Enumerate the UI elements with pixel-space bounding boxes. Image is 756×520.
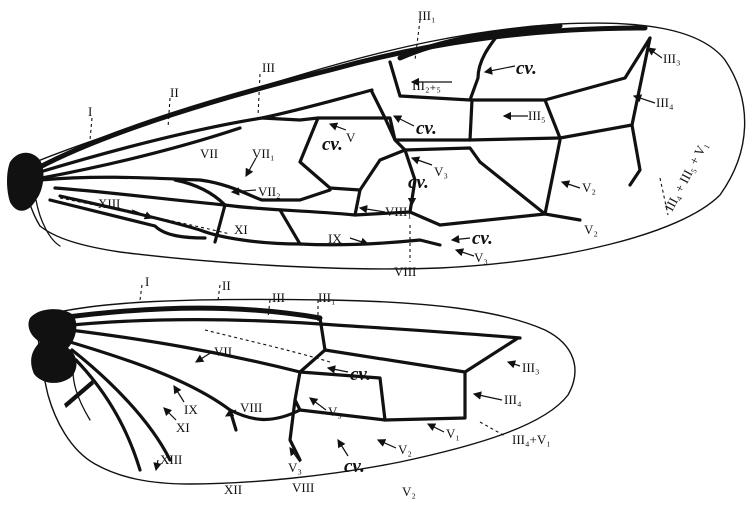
hind-label-III: III — [272, 290, 285, 305]
hind-label-V1: V₁ — [446, 426, 460, 441]
fore-label-XIII: XIII — [98, 196, 120, 211]
fore-label-III1: III₁ — [418, 8, 436, 23]
hind-label-cv1: cv. — [350, 364, 371, 385]
hind-label-III4: III₄ — [504, 392, 522, 407]
hind-label-V3a: V₃ — [328, 404, 342, 419]
fore-leader-I — [90, 118, 92, 140]
hind-label-III3: III₃ — [522, 360, 540, 375]
hind-label-XI: XI — [176, 420, 190, 435]
fore-label-III4: III₄ — [656, 95, 674, 110]
hind-label-III1: III₁ — [318, 290, 336, 305]
fore-label-III25: III₂₊₅ — [412, 78, 441, 93]
fore-label-VII1: VII₁ — [252, 146, 275, 161]
fore-wing: I II III III₁ III₃ III₄ III₂₊₅ III₅ III₄… — [7, 8, 745, 279]
fore-label-VII: VII — [200, 146, 218, 161]
hind-label-V3b: V₃ — [288, 460, 302, 475]
fore-label-XI: XI — [234, 222, 248, 237]
fore-label-III: III — [262, 60, 275, 75]
hind-wing: I II III III₁ III₃ III₄ III₄+V₁ V₁ V₂ V₂… — [28, 274, 574, 499]
fore-label-cv5: cv. — [472, 228, 493, 249]
fore-label-V2b: V₂ — [584, 222, 598, 237]
fore-label-III5: III₅ — [528, 108, 546, 123]
fore-label-III3: III₃ — [663, 51, 681, 66]
hind-label-I: I — [145, 274, 149, 289]
fore-label-cv1: cv. — [516, 58, 537, 79]
hind-label-V2b: V₂ — [402, 484, 416, 499]
hind-label-XIII: XIII — [160, 452, 182, 467]
fore-label-VIII: VIII — [394, 264, 416, 279]
fore-label-IX: IX — [328, 231, 342, 246]
hind-leader-II — [218, 285, 220, 300]
fore-label-cv3: cv. — [322, 134, 343, 155]
fore-label-I: I — [88, 104, 92, 119]
hind-label-III4-V1: III₄+V₁ — [512, 432, 551, 447]
fore-label-cv2: cv. — [416, 118, 437, 139]
fore-label-V: V — [346, 130, 356, 145]
fore-label-V2a: V₂ — [582, 180, 596, 195]
hind-label-VIII: VIII — [240, 400, 262, 415]
fore-label-VII2: VII₂ — [258, 184, 281, 199]
hind-label-VII: VII — [214, 344, 232, 359]
fore-label-VIII1: VIII₁ — [385, 204, 412, 219]
hind-wing-base — [28, 309, 76, 383]
fore-disc-line — [470, 138, 560, 140]
hind-leader-I — [140, 285, 142, 300]
hind-label-II: II — [222, 278, 231, 293]
fore-label-V3a: V₃ — [434, 164, 448, 179]
hind-label-XII: XII — [224, 482, 242, 497]
hind-label-V2a: V₂ — [398, 442, 412, 457]
fore-label-V3b: V₃ — [474, 250, 488, 265]
hind-label-IX: IX — [184, 402, 198, 417]
fore-label-cv4: cv. — [408, 172, 429, 193]
hind-label-VIII-bottom: VIII — [292, 480, 314, 495]
hind-label-cv2: cv. — [344, 456, 365, 477]
fore-label-II: II — [170, 85, 179, 100]
